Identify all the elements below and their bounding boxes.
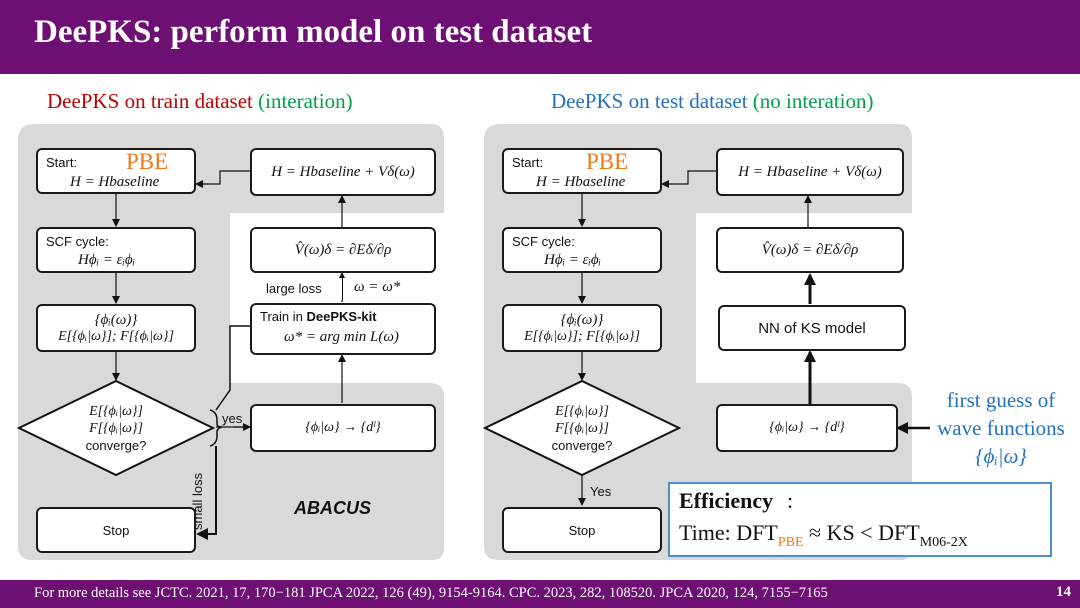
slide-title: DeePKS: perform model on test dataset	[34, 14, 593, 50]
train-label: Train in DeePKS-kit	[260, 309, 377, 324]
right-grad-eq: V̂(ω)δ = ∂Eδ/∂ρ	[761, 241, 859, 258]
left-hamiltonian-box: H = Hbaseline + Vδ(ω)	[250, 148, 436, 196]
efficiency-time-line: Time: DFTPBE ≈ KS < DFTM06-2X	[679, 520, 968, 551]
right-phi-line2: E[{ϕᵢ|ω}]; F[{ϕᵢ|ω}]	[524, 328, 640, 344]
right-scf-label: SCF cycle:	[512, 234, 575, 249]
right-phi-box: {ϕᵢ(ω)} E[{ϕᵢ|ω}]; F[{ϕᵢ|ω}]	[502, 304, 662, 352]
train-eq: ω* = arg min L(ω)	[284, 329, 399, 345]
left-map-box: {ϕᵢ|ω} → {dˡ}	[250, 404, 436, 452]
left-phi-line1: {ϕᵢ(ω)}	[94, 311, 138, 328]
left-diamond-text: E[{ϕᵢ|ω}] F[{ϕᵢ|ω}] converge?	[56, 400, 176, 456]
left-start-eq: H = Hbaseline	[70, 174, 160, 190]
right-start-label: Start:	[512, 155, 544, 170]
right-hamiltonian-box: H = Hbaseline + Vδ(ω)	[716, 148, 904, 196]
left-scf-label: SCF cycle:	[46, 234, 109, 249]
large-loss-label: large loss	[266, 281, 322, 296]
footer-references: For more details see JCTC. 2021, 17, 170…	[34, 585, 828, 601]
left-hamiltonian-eq: H = Hbaseline + Vδ(ω)	[271, 163, 415, 180]
right-heading-paren: (no interation)	[752, 89, 874, 113]
right-diamond-line3: converge?	[551, 437, 613, 453]
left-heading: DeePKS on train dataset (interation)	[47, 89, 353, 114]
right-converge-diamond	[482, 379, 682, 477]
left-start-label: Start:	[46, 155, 78, 170]
right-grad-box: V̂(ω)δ = ∂Eδ/∂ρ	[716, 227, 904, 273]
efficiency-title: Efficiency	[679, 488, 774, 513]
time-sub-pbe: PBE	[777, 535, 804, 550]
left-grad-box: V̂(ω)δ = ∂Eδ/∂ρ	[250, 227, 436, 273]
right-start-box: Start: PBE H = Hbaseline	[502, 148, 662, 194]
left-scf-box: SCF cycle: Hϕᵢ = εᵢϕᵢ	[36, 227, 196, 273]
efficiency-colon: :	[787, 488, 794, 513]
efficiency-box	[668, 482, 1052, 557]
right-diamond-line2: F[{ϕᵢ|ω}]	[555, 420, 609, 436]
annotation-line2: wave functions	[937, 416, 1065, 440]
title-bar	[0, 0, 1080, 74]
right-map-box: {ϕᵢ|ω} → {dˡ}	[716, 404, 898, 452]
train-label-text: Train in	[260, 309, 307, 324]
left-phi-line2: E[{ϕᵢ|ω}]; F[{ϕᵢ|ω}]	[58, 328, 174, 344]
left-heading-main: DeePKS on train dataset	[47, 89, 259, 113]
right-heading-main: DeePKS on test dataset	[551, 89, 753, 113]
abacus-label: ABACUS	[294, 498, 372, 518]
left-scf-eq: Hϕᵢ = εᵢϕᵢ	[78, 252, 136, 268]
page-number: 14	[1056, 584, 1071, 600]
footer-bar	[0, 580, 1080, 608]
time-prefix: Time: DFT	[679, 520, 778, 545]
left-phi-box: {ϕᵢ(ω)} E[{ϕᵢ|ω}]; F[{ϕᵢ|ω}]	[36, 304, 196, 352]
left-converge-diamond	[16, 379, 216, 477]
right-scf-box: SCF cycle: Hϕᵢ = εᵢϕᵢ	[502, 227, 662, 273]
right-yes-label: Yes	[590, 484, 612, 499]
nn-model-label: NN of KS model	[758, 319, 866, 337]
right-heading: DeePKS on test dataset (no interation)	[551, 89, 874, 114]
omega-eq: ω = ω*	[354, 279, 401, 295]
right-scf-eq: Hϕᵢ = εᵢϕᵢ	[544, 252, 602, 268]
loss-divider	[342, 278, 343, 300]
right-start-pbe: PBE	[586, 149, 629, 174]
left-stop-box: Stop	[36, 507, 196, 553]
train-box: Train in DeePKS-kit ω* = arg min L(ω)	[250, 303, 436, 355]
time-middle: ≈ KS < DFT	[803, 520, 920, 545]
annotation-line1: first guess of	[946, 388, 1056, 412]
left-start-pbe: PBE	[126, 149, 169, 174]
right-stop-label: Stop	[568, 522, 596, 538]
left-diamond-line2: F[{ϕᵢ|ω}]	[89, 420, 143, 436]
right-hamiltonian-eq: H = Hbaseline + Vδ(ω)	[738, 163, 882, 180]
right-phi-line1: {ϕᵢ(ω)}	[560, 311, 604, 328]
nn-model-box: NN of KS model	[718, 305, 906, 351]
right-diamond-text: E[{ϕᵢ|ω}] F[{ϕᵢ|ω}] converge?	[522, 400, 642, 456]
left-heading-paren: (interation)	[258, 89, 353, 113]
right-stop-box: Stop	[502, 507, 662, 553]
left-diamond-line1: E[{ϕᵢ|ω}]	[89, 403, 143, 419]
right-map-eq: {ϕᵢ|ω} → {dˡ}	[769, 420, 845, 435]
annotation-line3: {ϕᵢ|ω}	[975, 444, 1027, 468]
left-yes-label: yes	[222, 411, 243, 426]
left-map-eq: {ϕᵢ|ω} → {dˡ}	[305, 420, 381, 435]
left-loss-strip: large loss ω = ω*	[262, 278, 434, 300]
first-guess-annotation: first guess of wave functions {ϕᵢ|ω}	[926, 386, 1076, 470]
left-stop-label: Stop	[102, 522, 130, 538]
train-label-bold: DeePKS-kit	[306, 309, 377, 324]
left-diamond-line3: converge?	[85, 437, 147, 453]
left-start-box: Start: PBE H = Hbaseline	[36, 148, 196, 194]
right-start-eq: H = Hbaseline	[536, 174, 626, 190]
right-diamond-line1: E[{ϕᵢ|ω}]	[555, 403, 609, 419]
left-grad-eq: V̂(ω)δ = ∂Eδ/∂ρ	[294, 241, 392, 258]
time-sub-m06: M06-2X	[919, 535, 968, 550]
